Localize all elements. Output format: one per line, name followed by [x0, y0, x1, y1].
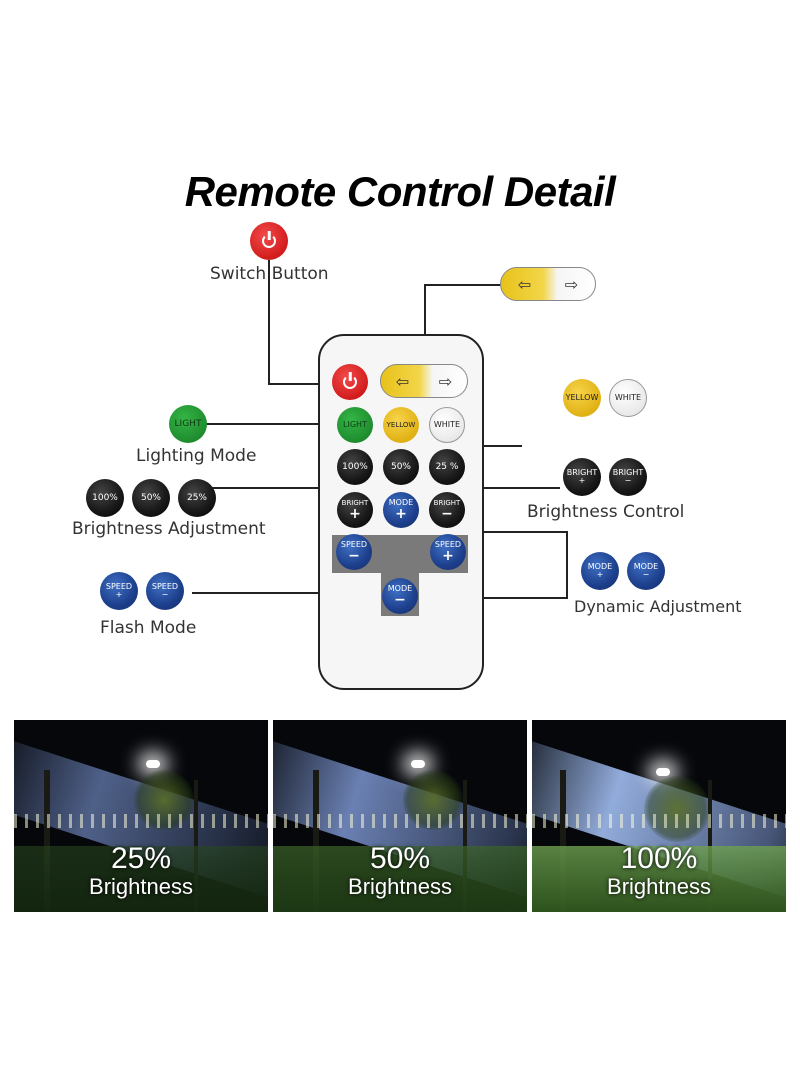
tree-trunk — [313, 770, 319, 912]
connector-direction-h — [424, 284, 502, 286]
brightness-photo-50: 50% Brightness — [273, 720, 527, 912]
right-arrow-icon: ⇨ — [564, 274, 579, 294]
left-arrow-icon: ⇦ — [517, 274, 532, 294]
tree-trunk — [44, 770, 50, 912]
tree-foliage — [644, 776, 710, 842]
mode-plus-button[interactable]: MODE + — [383, 492, 419, 528]
bright-minus-callout: BRIGHT − — [609, 458, 647, 496]
mode-minus-callout: MODE − — [627, 552, 665, 590]
photo-caption: Brightness — [607, 874, 711, 899]
white-button-callout: WHITE — [609, 379, 647, 417]
brightness-25-callout: 25% — [178, 479, 216, 517]
mode-plus-callout: MODE + — [581, 552, 619, 590]
light-button[interactable]: LIGHT — [337, 407, 373, 443]
power-button[interactable] — [332, 364, 368, 400]
photo-caption: Brightness — [89, 874, 193, 899]
white-button[interactable]: WHITE — [429, 407, 465, 443]
brightness-100-button[interactable]: 100% — [337, 449, 373, 485]
mode-minus-button[interactable]: MODE − — [382, 578, 418, 614]
photo-percentage: 50% — [369, 842, 431, 875]
speed-plus-button[interactable]: SPEED + — [430, 534, 466, 570]
speed-plus-callout: SPEED + — [100, 572, 138, 610]
light-button-callout: LIGHT — [169, 405, 207, 443]
power-button-callout — [250, 222, 288, 260]
brightness-control-label: Brightness Control — [527, 502, 685, 522]
speed-minus-callout: SPEED − — [146, 572, 184, 610]
bright-plus-button[interactable]: BRIGHT + — [337, 492, 373, 528]
brightness-photo-25: 25% Brightness — [14, 720, 268, 912]
connector-lighting — [206, 423, 346, 425]
lamp — [656, 768, 670, 776]
direction-pill-callout: ⇦ ⇨ — [500, 267, 596, 301]
photo-percentage: 100% — [620, 842, 698, 875]
speed-minus-button[interactable]: SPEED − — [336, 534, 372, 570]
switch-button-label: Switch Button — [210, 264, 329, 284]
brightness-photo-100: 100% Brightness — [532, 720, 786, 912]
grass — [14, 846, 268, 912]
lamp — [146, 760, 160, 768]
lighting-mode-label: Lighting Mode — [136, 446, 257, 466]
flash-mode-label: Flash Mode — [100, 618, 197, 638]
connector-direction-v — [424, 284, 426, 368]
lamp — [411, 760, 425, 768]
power-icon — [343, 375, 357, 389]
photo-percentage: 25% — [110, 842, 172, 875]
brightness-25-button[interactable]: 25 % — [429, 449, 465, 485]
brightness-50-button[interactable]: 50% — [383, 449, 419, 485]
brightness-100-callout: 100% — [86, 479, 124, 517]
connector-dynamic-h2 — [412, 597, 568, 599]
power-icon — [262, 234, 276, 248]
bright-plus-callout: BRIGHT + — [563, 458, 601, 496]
photo-caption: Brightness — [348, 874, 452, 899]
distant-lights — [273, 814, 527, 828]
connector-dynamic-h1 — [400, 531, 568, 533]
brightness-adjustment-label: Brightness Adjustment — [72, 519, 266, 539]
grass — [273, 846, 527, 912]
right-arrow-icon: ⇨ — [438, 371, 453, 391]
dynamic-adjustment-label: Dynamic Adjustment — [574, 597, 742, 616]
tree-trunk — [560, 770, 566, 912]
bright-minus-button[interactable]: BRIGHT − — [429, 492, 465, 528]
yellow-button[interactable]: YELLOW — [383, 407, 419, 443]
brightness-50-callout: 50% — [132, 479, 170, 517]
connector-flash-h — [192, 592, 358, 594]
direction-button[interactable]: ⇦ ⇨ — [380, 364, 468, 398]
connector-switch-v — [268, 260, 270, 384]
distant-lights — [532, 814, 786, 828]
connector-switch-h — [268, 383, 338, 385]
grass — [532, 846, 786, 912]
connector-dynamic-v — [566, 531, 568, 599]
yellow-button-callout: YELLOW — [563, 379, 601, 417]
page-title: Remote Control Detail — [184, 168, 616, 215]
left-arrow-icon: ⇦ — [395, 371, 410, 391]
distant-lights — [14, 814, 268, 828]
